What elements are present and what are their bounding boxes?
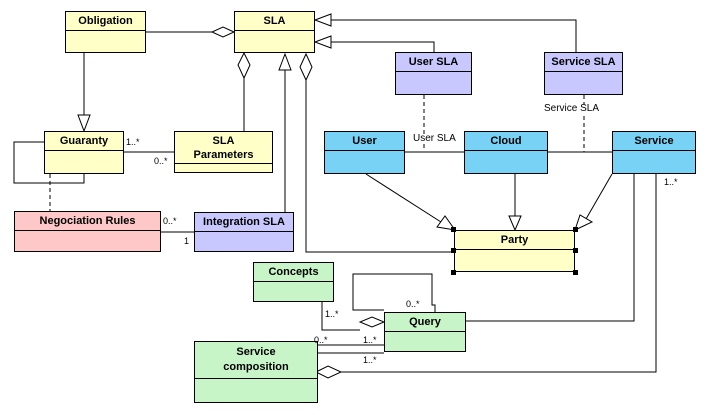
service-mult: 1..* bbox=[664, 177, 678, 187]
user-sla-generalization-line bbox=[331, 41, 435, 52]
query-title: Query bbox=[385, 313, 465, 332]
party-handle-tl[interactable] bbox=[451, 227, 456, 232]
service-title: Service bbox=[613, 132, 695, 151]
party-handle-ml[interactable] bbox=[451, 248, 456, 253]
party-handle-tr[interactable] bbox=[573, 227, 578, 232]
party-handle-bl[interactable] bbox=[451, 270, 456, 275]
query-self-mult: 0..* bbox=[406, 299, 420, 309]
composition-query-mult-b: 1..* bbox=[363, 335, 377, 345]
guaranty-title: Guaranty bbox=[45, 132, 123, 151]
user-title: User bbox=[325, 132, 404, 151]
service-composition-diamond bbox=[314, 365, 343, 379]
concepts-class[interactable]: Concepts bbox=[253, 262, 334, 302]
obligation-guaranty-arrow bbox=[77, 114, 91, 133]
negociation-src-mult: 0..* bbox=[163, 216, 177, 226]
concepts-query-diamond bbox=[358, 316, 386, 328]
user-sla-gen-arrow bbox=[313, 35, 332, 49]
cloud-class[interactable]: Cloud bbox=[464, 131, 548, 174]
user-sla-title: User SLA bbox=[396, 53, 471, 72]
composition-service-mult: 1..* bbox=[363, 355, 377, 365]
query-class[interactable]: Query bbox=[384, 312, 466, 352]
guaranty-params-src-mult: 1..* bbox=[126, 137, 140, 147]
user-party-arrow bbox=[436, 215, 457, 231]
user-party-line bbox=[365, 173, 442, 223]
service-sla-title: Service SLA bbox=[545, 53, 622, 72]
party-sla-diamond bbox=[299, 52, 313, 82]
guaranty-class[interactable]: Guaranty bbox=[44, 131, 124, 174]
cloud-party-arrow bbox=[508, 215, 522, 232]
service-party-line bbox=[585, 173, 613, 220]
negociation-rules-title: Negociation Rules bbox=[15, 212, 160, 231]
obligation-class[interactable]: Obligation bbox=[65, 11, 146, 53]
concepts-query-line bbox=[321, 302, 360, 331]
party-class[interactable]: Party bbox=[454, 230, 575, 272]
sla-parameters-class[interactable]: SLA Parameters bbox=[174, 131, 273, 173]
service-query-line bbox=[466, 174, 635, 322]
negociation-rules-class[interactable]: Negociation Rules bbox=[14, 211, 161, 252]
guaranty-self-loop bbox=[13, 141, 85, 184]
guaranty-params-tgt-mult: 0..* bbox=[154, 156, 168, 166]
service-sla-link-label: Service SLA bbox=[543, 103, 601, 114]
user-class[interactable]: User bbox=[324, 131, 405, 174]
obligation-title: Obligation bbox=[66, 12, 145, 31]
concepts-query-mult: 1..* bbox=[325, 309, 339, 319]
party-handle-br[interactable] bbox=[573, 270, 578, 275]
service-composition-class[interactable]: Service composition bbox=[194, 341, 318, 403]
sla-class[interactable]: SLA bbox=[234, 11, 315, 53]
concepts-title: Concepts bbox=[254, 263, 333, 282]
service-composition-line bbox=[341, 174, 657, 373]
cloud-title: Cloud bbox=[465, 132, 547, 151]
sla-title: SLA bbox=[235, 12, 314, 31]
integration-sla-title: Integration SLA bbox=[195, 213, 293, 232]
party-title: Party bbox=[455, 231, 574, 250]
integration-sla-gen-arrow bbox=[278, 52, 292, 71]
party-handle-mr[interactable] bbox=[573, 248, 578, 253]
obligation-sla-diamond bbox=[210, 26, 236, 38]
service-composition-title: Service composition bbox=[195, 342, 317, 379]
query-self-loop bbox=[352, 273, 436, 312]
sla-parameters-title: SLA Parameters bbox=[175, 132, 272, 164]
party-sla-line bbox=[305, 80, 454, 253]
integration-sla-class[interactable]: Integration SLA bbox=[194, 212, 294, 252]
user-sla-link-label: User SLA bbox=[412, 133, 457, 144]
negociation-tgt-mult: 1 bbox=[184, 236, 190, 246]
service-sla-generalization-line bbox=[331, 19, 577, 52]
service-party-arrow bbox=[574, 214, 594, 231]
user-sla-class[interactable]: User SLA bbox=[395, 52, 472, 95]
parameters-sla-diamond bbox=[237, 51, 251, 80]
composition-query-mult-a: 0..* bbox=[314, 335, 328, 345]
service-sla-class[interactable]: Service SLA bbox=[544, 52, 623, 95]
service-sla-gen-arrow bbox=[313, 13, 332, 27]
service-class[interactable]: Service bbox=[612, 131, 696, 174]
